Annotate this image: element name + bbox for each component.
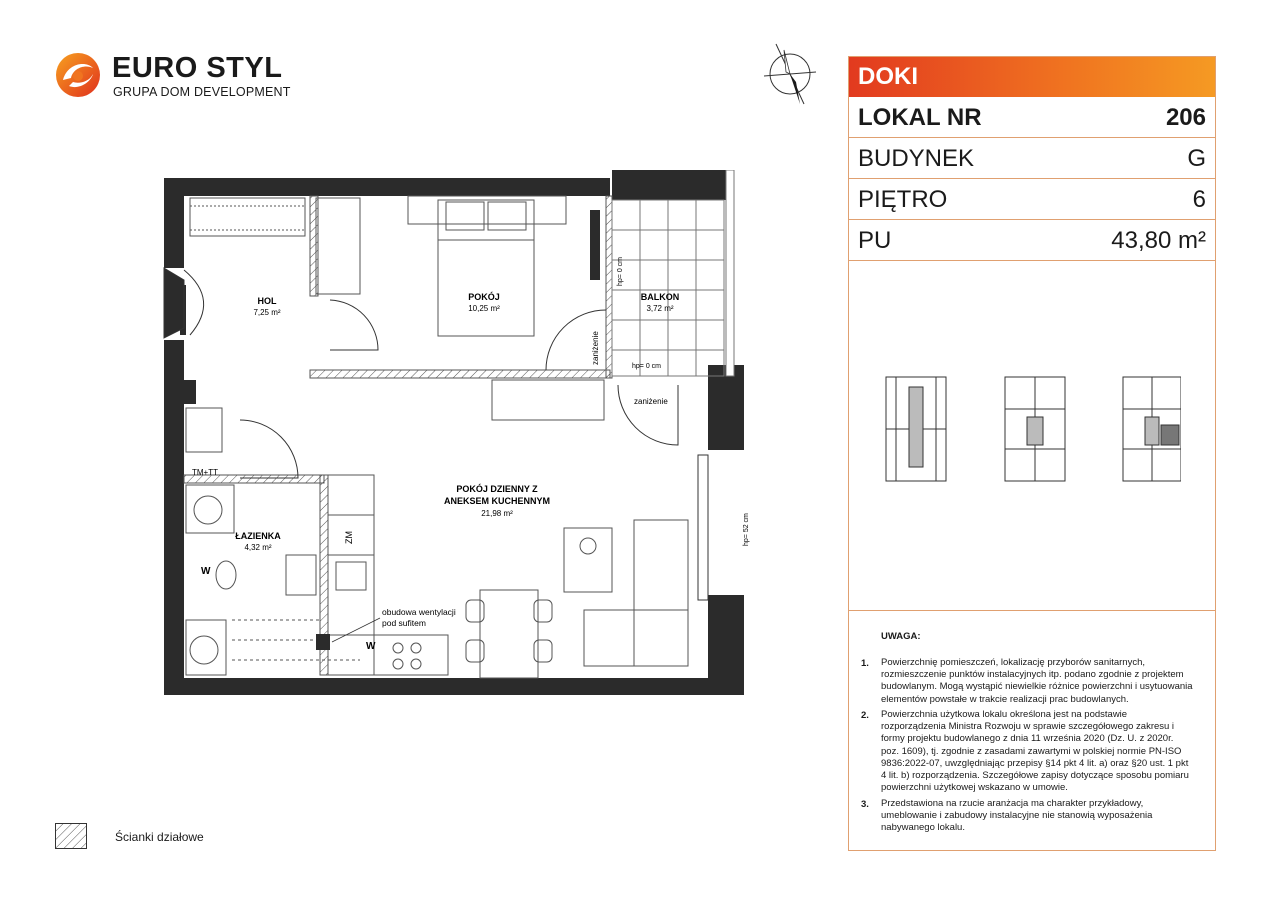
row-lokal-nr: LOKAL NR 206 [849,97,1215,138]
note-text: Przedstawiona na rzucie aranżacja ma cha… [881,798,1153,834]
building-floor-thumbnails [885,376,1181,482]
room-lazienka-area: 4,32 m² [244,543,271,552]
row-value: 43,80 m² [1111,227,1206,254]
zanizenie-label-2: zaniżenie [634,397,668,406]
note-text: Powierzchnia użytkowa lokalu określona j… [881,709,1189,794]
brand-name: EURO STYL [112,52,283,84]
window-bedroom [590,210,600,280]
ventilation-shaft [184,380,196,404]
partition-walls [183,195,613,676]
note-number: 1. [861,658,869,669]
brand-subtitle: GRUPA DOM DEVELOPMENT [113,85,291,99]
row-label: PIĘTRO [858,186,948,213]
entrance-door [163,267,204,339]
selected-unit-marker [1160,424,1180,446]
row-pu: PU 43,80 m² [849,220,1215,261]
kitchen-counter [327,474,449,676]
thumbnail-floor-3 [1122,376,1181,482]
window-living [697,454,709,601]
living-balcony-door [617,384,679,446]
ventilation-label-1: obudowa wentylacji [382,607,456,617]
bathroom-door [239,419,299,479]
bedroom-door [329,299,379,351]
row-pietro: PIĘTRO 6 [849,179,1215,220]
room-lazienka-name: ŁAZIENKA [235,531,281,541]
notes-divider [849,610,1215,611]
zanizenie-label-1: zaniżenie [591,331,600,365]
note-number: 3. [861,799,869,810]
balcony [611,170,735,377]
row-value: 6 [1192,186,1206,213]
room-living-name-1: POKÓJ DZIENNY Z [456,483,538,494]
thumbnail-floor-1 [885,376,947,482]
row-label: PU [858,227,892,254]
note-text: Powierzchnię pomieszczeń, lokalizację pr… [881,657,1193,705]
living-room-furniture [465,379,689,679]
notes-title: UWAGA: [881,631,921,642]
hp52-label: hp= 52 cm [743,513,750,546]
room-living-name-2: ANEKSEM KUCHENNYM [444,496,550,506]
wardrobe [189,197,361,295]
w-marker-bath: W [201,566,211,577]
unit-info-panel: DOKI LOKAL NR 206 BUDYNEK G PIĘTRO 6 PU … [848,56,1216,851]
tm-tt-cabinet [185,407,223,453]
floor-plan: ZM HOL 7,25 m² POKÓJ 10,25 m² BALKON 3,7… [163,170,750,695]
row-label: BUDYNEK [858,145,975,172]
room-pokoj-name: POKÓJ [468,291,500,302]
room-pokoj-area: 10,25 m² [468,304,500,313]
row-value: G [1187,145,1206,172]
room-hol-area: 7,25 m² [253,308,280,317]
hp0-label-1: hp= 0 cm [617,257,624,286]
ventilation-box [316,634,330,650]
ventilation-label-2: pod sufitem [382,618,426,628]
balcony-door [545,309,607,371]
partition-wall-legend-icon [55,823,87,849]
note-number: 2. [861,710,869,721]
row-budynek: BUDYNEK G [849,138,1215,179]
thumbnail-floor-2 [1004,376,1066,482]
investment-name: DOKI [858,63,918,90]
room-balkon-name: BALKON [641,292,680,302]
room-hol-name: HOL [258,296,278,306]
tm-tt-label: TM+TT [192,468,218,477]
investment-header: DOKI [849,57,1215,97]
hp0-label-2: hp= 0 cm [632,363,661,370]
bed [407,195,567,337]
fridge-label: ZM [344,531,354,544]
row-label: LOKAL NR [858,104,982,131]
ventilation-leader-line [331,617,381,643]
north-arrow-icon [763,43,817,105]
euro-styl-logo-icon [56,53,100,97]
legend-label: Ścianki działowe [115,830,204,844]
bathroom-fixtures [185,484,360,676]
row-value: 206 [1165,104,1206,131]
room-balkon-area: 3,72 m² [646,304,673,313]
room-living-area: 21,98 m² [481,509,513,518]
w-marker-kitchen: W [366,641,376,652]
